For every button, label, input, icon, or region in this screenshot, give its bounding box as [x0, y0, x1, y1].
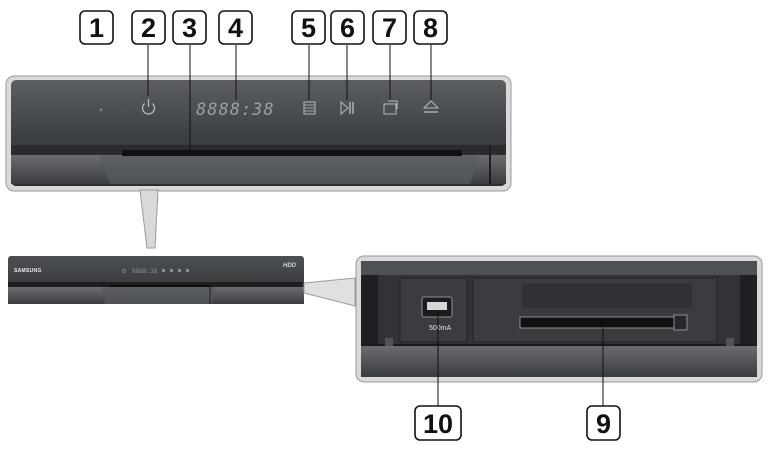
play-pause-icon[interactable] [340, 100, 354, 116]
callout-6: 6 [330, 10, 365, 45]
front-bevel [100, 156, 480, 184]
mini-power-icon [122, 269, 126, 273]
open-close-icon[interactable] [383, 100, 398, 115]
svg-text:3: 3 [182, 13, 197, 43]
callout-8: 8 [413, 10, 448, 45]
mini-eject-icon [186, 269, 189, 272]
brand-logo: SAMSUNG [14, 268, 42, 274]
svg-text:6: 6 [340, 13, 355, 43]
disc-slot [122, 150, 462, 156]
standby-indicator [99, 108, 103, 112]
svg-text:4: 4 [228, 13, 243, 43]
zoom-connector-right [303, 277, 356, 307]
callout-9: 9 [586, 405, 621, 441]
callout-3: 3 [172, 10, 207, 45]
svg-text:9: 9 [596, 409, 611, 439]
svg-text:7: 7 [382, 13, 397, 43]
callout-1: 1 [79, 10, 114, 45]
svg-text:1: 1 [89, 13, 104, 43]
power-icon[interactable] [141, 99, 156, 115]
mini-play-icon [170, 269, 173, 272]
eject-icon[interactable] [422, 100, 440, 113]
card-slot[interactable] [519, 314, 688, 331]
svg-text:8: 8 [423, 13, 438, 43]
mini-display: 8888:38 [132, 268, 158, 275]
callout-7: 7 [372, 10, 407, 45]
callout-4: 4 [218, 10, 253, 45]
display-digits: 8888:38 [196, 100, 275, 120]
hdd-badge: HDD [283, 263, 297, 269]
callout-10: 10 [414, 405, 462, 441]
svg-text:10: 10 [423, 409, 453, 439]
stop-icon[interactable] [303, 101, 316, 115]
callout-2: 2 [131, 10, 166, 45]
leader-lines-top [147, 45, 432, 153]
usb-current-label: 500mA [429, 325, 452, 332]
svg-text:5: 5 [301, 13, 316, 43]
device-overview: SAMSUNG HDD 8888:38 [8, 256, 304, 304]
svg-text:2: 2 [141, 13, 156, 43]
mini-stop-icon [162, 269, 165, 272]
zoom-connector-top [139, 189, 159, 249]
zoomed-front-panel: 8888:38 [5, 75, 512, 192]
mini-open-icon [178, 269, 181, 272]
callout-5: 5 [291, 10, 326, 45]
usb-port[interactable] [421, 296, 453, 318]
